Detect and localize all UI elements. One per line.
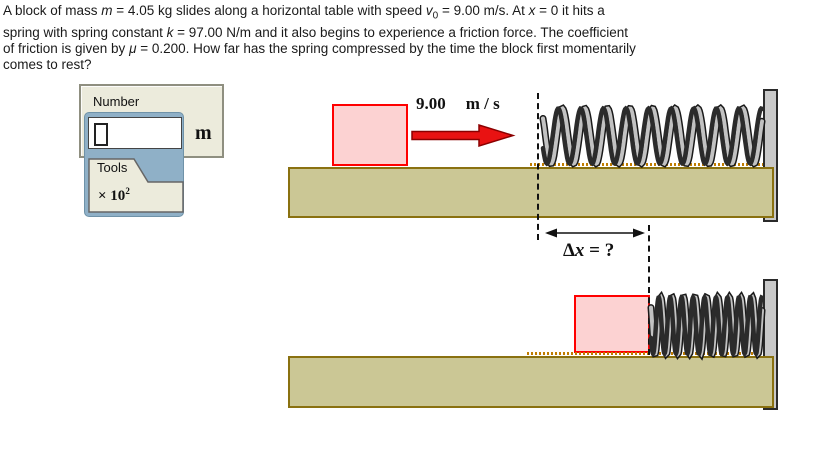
block-bottom [574,295,650,353]
measure-arrow [545,228,645,238]
speed-unit: m / s [465,94,500,113]
dashed-line-compressed [648,225,650,355]
table-bottom [288,356,774,408]
delta-symbol: Δ [563,240,575,261]
delta-variable: x [574,240,585,261]
tools-tab[interactable]: Tools [97,160,128,175]
velocity-arrow [411,123,516,148]
text-cursor-icon [94,123,108,146]
number-label: Number [93,94,140,109]
table-top [288,167,774,218]
unit-label: m [195,122,212,144]
speed-label: 9.00 m / s [416,94,500,114]
spring-top-back-outline [539,103,766,169]
delta-question: = ? [584,240,615,261]
friction-zone-dots-top [530,163,763,166]
delta-x-label: Δx = ? [563,240,614,262]
block-top [332,104,408,166]
exponent-tool-exp: 2 [125,186,130,196]
spring-bottom-back-outline [647,290,766,361]
tools-folder-shape [88,158,184,213]
tools-folder-outline [88,158,184,213]
spring-top-back [541,105,764,167]
answer-input[interactable] [88,117,182,149]
problem-text: A block of mass m = 4.05 kg slides along… [3,3,636,72]
friction-zone-dots-bottom [527,352,763,355]
exponent-tool-button[interactable]: × 102 [98,186,130,205]
spring-top-front [540,105,765,167]
spring-bottom-back [649,293,764,358]
spring-bottom-front [648,292,765,358]
exponent-tool-base: × 10 [98,188,126,204]
speed-value: 9.00 [416,94,446,113]
dashed-line-x0 [537,93,539,240]
